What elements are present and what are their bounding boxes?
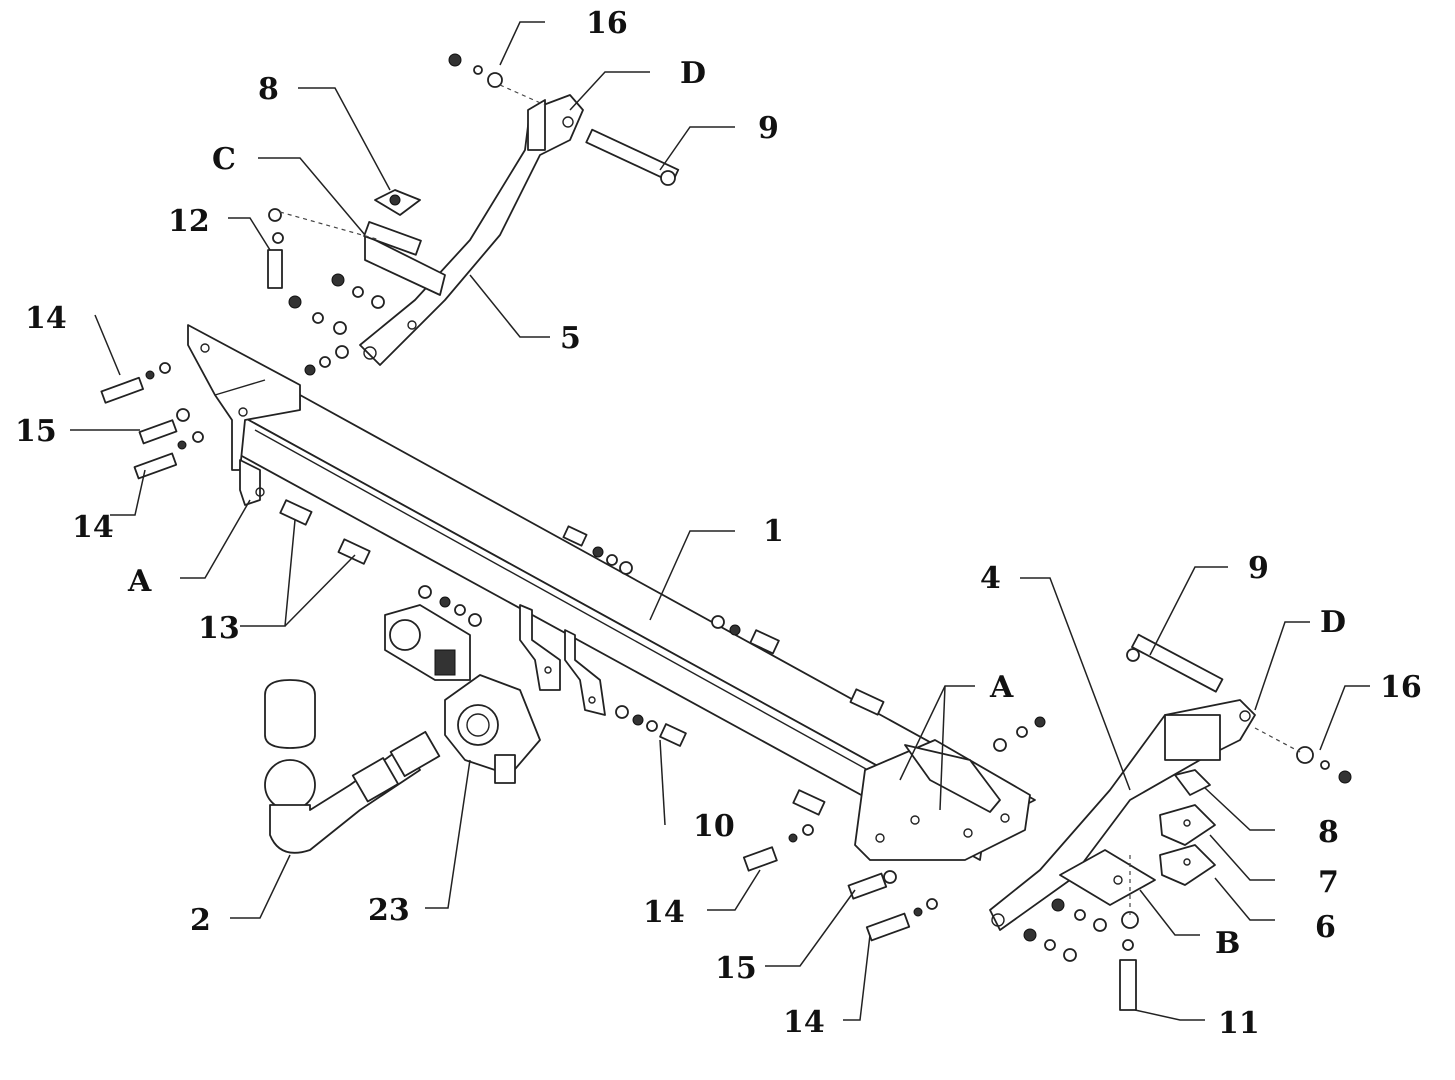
clip-8-right (1174, 769, 1211, 796)
tow-ball-assembly (264, 679, 441, 854)
callout-a-left: A (127, 564, 152, 599)
callout-10: 10 (693, 809, 735, 844)
plate-7 (1159, 804, 1216, 846)
callout-c: C (212, 142, 236, 177)
callout-labels: 16 D 8 9 C 12 14 5 15 14 A 13 1 4 9 D A … (15, 6, 1422, 1041)
callout-5: 5 (560, 321, 581, 356)
callout-6: 6 (1315, 910, 1336, 945)
plates-right (1159, 769, 1216, 886)
callout-14-left-bottom: 14 (72, 510, 114, 545)
callout-13: 13 (198, 611, 240, 646)
callout-9-top: 9 (758, 111, 779, 146)
electrical-socket (444, 674, 541, 784)
callout-14-bottom: 14 (783, 1005, 825, 1040)
callout-d-right: D (1320, 605, 1346, 640)
callout-9-right: 9 (1248, 551, 1269, 586)
callout-2: 2 (190, 903, 211, 938)
callout-11: 11 (1218, 1006, 1260, 1041)
right-side-arm (989, 699, 1256, 931)
socket-bracket (384, 604, 471, 681)
clip-8-top (363, 189, 422, 256)
left-side-arm (359, 94, 584, 366)
callout-15-bottom: 15 (715, 951, 757, 986)
callout-8-top: 8 (258, 72, 279, 107)
callout-15-left: 15 (15, 414, 57, 449)
callout-8-right: 8 (1318, 815, 1339, 850)
callout-16-right: 16 (1380, 670, 1422, 705)
right-end-plate (854, 739, 1031, 861)
callout-14-mid: 14 (643, 895, 685, 930)
callout-12: 12 (168, 204, 210, 239)
middle-brackets (519, 604, 606, 716)
callout-b: B (1215, 926, 1240, 961)
leader-lines (70, 21, 1370, 1021)
callout-a-right: A (989, 670, 1014, 705)
callout-1: 1 (763, 514, 784, 549)
left-end-plate (187, 324, 301, 506)
callout-23: 23 (368, 893, 410, 928)
callout-7: 7 (1318, 865, 1339, 900)
callout-14-left-top: 14 (25, 301, 67, 336)
callout-16-top: 16 (586, 6, 628, 41)
fasteners (100, 53, 1352, 1011)
callout-d-top: D (680, 56, 706, 91)
callout-4: 4 (980, 561, 1001, 596)
